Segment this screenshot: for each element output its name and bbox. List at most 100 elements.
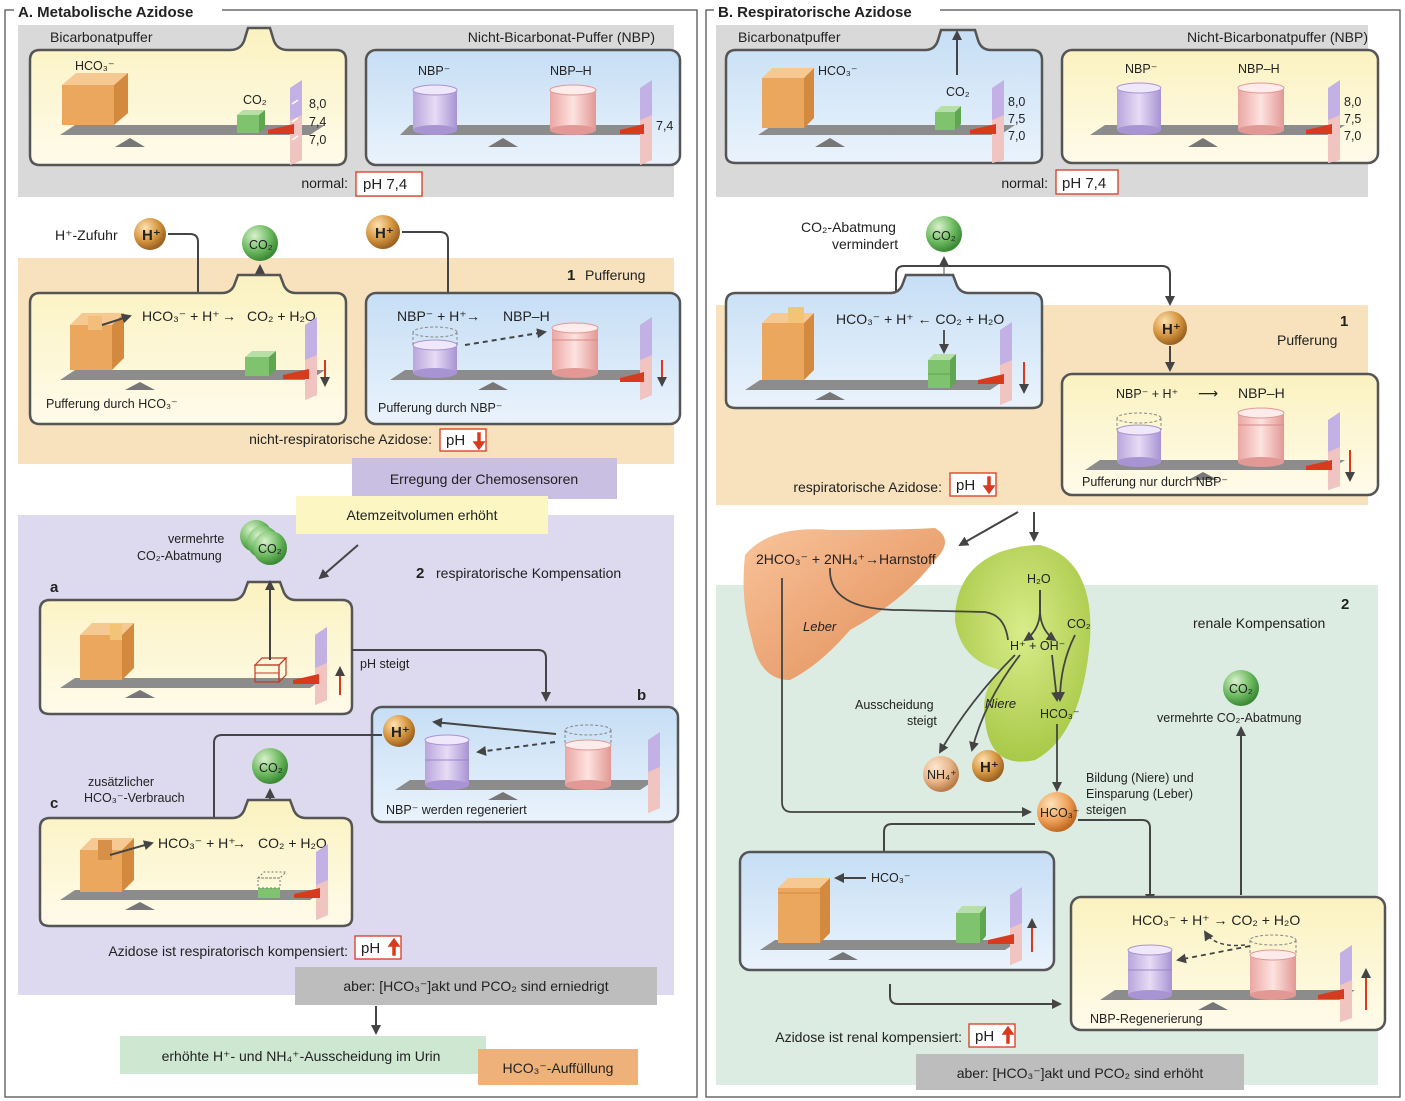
a-buffer-nbph-cyl xyxy=(551,322,599,378)
panel-a-frame xyxy=(4,9,698,1098)
b-normal-co2-cube xyxy=(935,106,961,130)
a-label-a: a xyxy=(50,579,59,596)
b-scale-70: 7,0 xyxy=(1008,129,1025,143)
b-co2-ball-renal xyxy=(1223,670,1259,706)
b-nh4-ball xyxy=(923,756,959,792)
b-buffer-ph-down-icon xyxy=(982,476,996,495)
b-buffer-nbp-arrow: ⟶ xyxy=(1198,385,1218,401)
a-h-ball-1-text: H⁺ xyxy=(142,227,161,244)
b-kidney-shape xyxy=(955,545,1091,762)
b-co2-ball-1 xyxy=(926,216,962,252)
b-hco3-in: HCO₃⁻ xyxy=(871,871,910,885)
b-normal-co2-label: CO₂ xyxy=(946,85,970,99)
a-normal-hco3-cube xyxy=(62,73,128,125)
a-buffer-nbp-ph-scale xyxy=(620,317,667,400)
panel-a-title: A. Metabolische Azidose xyxy=(18,4,193,21)
a-h-ball-2 xyxy=(366,215,400,249)
a-chemo-box xyxy=(352,458,617,499)
b-buffer-nbp-ph-scale xyxy=(1306,412,1355,490)
b-h-ball-text: H⁺ xyxy=(1162,321,1181,338)
b-step2-number: 2 xyxy=(1341,596,1349,613)
b-buffer-nbph-cyl xyxy=(1237,407,1285,467)
a-step2-number: 2 xyxy=(416,565,424,582)
b-excretion-2: steigt xyxy=(907,714,937,728)
b-co2-reduced-2: vermindert xyxy=(832,236,898,252)
a-comp-c-co2-cube xyxy=(256,871,288,898)
b-kidney-h2o: H₂O xyxy=(1027,572,1051,586)
a-comp-a-co2-ghost-cube xyxy=(253,656,288,684)
b-normal-nbp-minus-cyl xyxy=(1116,82,1162,135)
a-step1-title: Pufferung xyxy=(585,267,645,283)
b-renal-nbp-ph-scale xyxy=(1318,945,1371,1022)
b-step1-title: Pufferung xyxy=(1277,332,1337,348)
a-buffer-ph-scale xyxy=(283,317,330,400)
a-urine-text: erhöhte H⁺- und NH₄⁺-Ausscheidung im Uri… xyxy=(162,1048,441,1064)
a-h-input-label: H⁺-Zufuhr xyxy=(55,227,118,243)
a-comp-c-arrow: → xyxy=(232,835,246,851)
b-scale-8: 8,0 xyxy=(1008,95,1025,109)
b-normal-label: normal: xyxy=(1001,175,1048,191)
a-comp-c-hco3-cube xyxy=(80,838,134,892)
a-nbp-minus-label: NBP⁻ xyxy=(418,64,450,78)
a-co2-more-label-1: vermehrte xyxy=(168,532,224,546)
a-buffer-reaction-left: HCO₃⁻ + H⁺ xyxy=(142,308,220,324)
a-comp-ph-up-icon xyxy=(387,937,401,956)
a-co2-ball-c-text: CO₂ xyxy=(259,761,283,775)
a-buffer-nbp-arrow: → xyxy=(466,308,480,324)
b-nbph-label: NBP–H xyxy=(1238,62,1280,76)
b-renal-co2-cube xyxy=(956,906,986,943)
b-renal-ph-scale xyxy=(988,887,1037,965)
a-refill-text: HCO₃⁻-Auffüllung xyxy=(503,1060,614,1076)
b-renal-reaction: HCO₃⁻ + H⁺ → CO₂ + H₂O xyxy=(1132,912,1300,928)
b-renal-nbph-cyl xyxy=(1249,934,1297,1000)
b-renal-ph-up-icon xyxy=(1001,1025,1015,1044)
a-co2-ball-stack-3 xyxy=(253,531,287,565)
b-renal-result-ph: pH xyxy=(975,1028,994,1045)
a-comp-c-ph-scale xyxy=(294,844,328,920)
b-normal-nbph-cyl xyxy=(1237,82,1285,135)
a-comp-b-nbph-cyl xyxy=(564,724,612,790)
b-excretion-1: Ausscheidung xyxy=(855,698,934,712)
a-comp-c-reaction-right: CO₂ + H₂O xyxy=(258,835,327,851)
a-step2-title: respiratorische Kompensation xyxy=(436,565,621,581)
b-buffer-hco3-cube xyxy=(762,307,814,380)
b-hco3-ball-text: HCO₃⁻ xyxy=(1040,806,1079,820)
a-step1-number: 1 xyxy=(567,267,575,284)
panel-b-frame xyxy=(705,9,1401,1098)
a-buffer-caption-left: Pufferung durch HCO₃⁻ xyxy=(46,397,178,411)
a-comp-c-reaction-left: HCO₃⁻ + H⁺ xyxy=(158,835,236,851)
a-normal-co2-label: CO₂ xyxy=(243,93,267,107)
b-bicarbonat-title: Bicarbonatpuffer xyxy=(738,29,841,45)
a-label-b: b xyxy=(637,687,646,704)
a-scale-70: 7,0 xyxy=(309,133,326,147)
a-comp-h-ball-text: H⁺ xyxy=(391,724,410,741)
a-co2-more-label-2: CO₂-Abatmung xyxy=(137,549,222,563)
a-comp-b-ph-scale xyxy=(648,732,660,813)
a-label-c: c xyxy=(50,795,58,812)
a-atem-text: Atemzeitvolumen erhöht xyxy=(347,507,498,523)
a-nbp-regen: NBP⁻ werden regeneriert xyxy=(386,803,527,817)
b-buffer-nbp-reaction-left: NBP⁻ + H⁺ xyxy=(1116,387,1178,401)
a-buffer-result-label: nicht-respiratorische Azidose: xyxy=(249,431,432,447)
b-kidney-label: Niere xyxy=(985,696,1016,711)
a-normal-nbp-box xyxy=(364,48,682,167)
a-normal-co2-cube xyxy=(237,110,265,133)
a-buffer-nbp-box xyxy=(364,291,682,426)
a-extra-label-2: HCO₃⁻-Verbrauch xyxy=(84,791,185,805)
a-buffer-nbp-minus-cyl xyxy=(412,326,458,378)
b-h-ball-renal-text: H⁺ xyxy=(980,759,999,776)
b-buffer-caption: Pufferung nur durch NBP⁻ xyxy=(1082,475,1228,489)
a-chemo-text: Erregung der Chemosensoren xyxy=(390,471,578,487)
b-renal-result-label: Azidose ist renal kompensiert: xyxy=(775,1029,962,1045)
a-bicarbonat-title: Bicarbonatpuffer xyxy=(50,29,153,45)
b-buffer-reaction: HCO₃⁻ + H⁺ ← CO₂ + H₂O xyxy=(836,311,1004,327)
a-buffer-hco3-cube xyxy=(70,313,124,370)
b-normal-ph: pH 7,4 xyxy=(1062,175,1106,192)
a-normal-ph-scale xyxy=(268,80,302,165)
a-normal-label: normal: xyxy=(301,175,348,191)
a-normal-nbph-cyl xyxy=(549,84,597,135)
panel-b-title: B. Respiratorische Azidose xyxy=(718,4,912,21)
a-buffer-nbp-reaction-left: NBP⁻ + H⁺ xyxy=(397,308,467,324)
